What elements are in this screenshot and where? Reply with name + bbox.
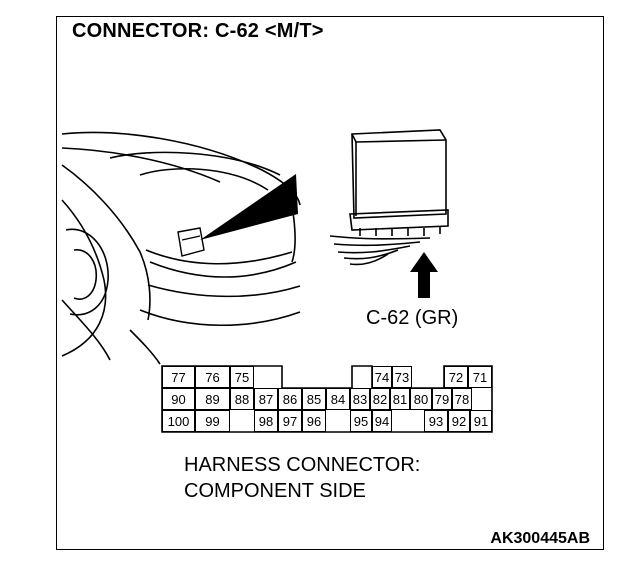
diagram-title: CONNECTOR: C-62 <M/T> bbox=[72, 20, 324, 42]
up-arrow-icon bbox=[410, 252, 438, 298]
harness-label-line1: HARNESS CONNECTOR: bbox=[184, 454, 421, 476]
pin-cell: 86 bbox=[278, 388, 302, 410]
pin-cell: 71 bbox=[468, 366, 492, 388]
pin-cell: 73 bbox=[392, 366, 412, 388]
pin-cell: 77 bbox=[162, 366, 195, 388]
harness-label-line2: COMPONENT SIDE bbox=[184, 480, 366, 502]
pin-cell: 88 bbox=[230, 388, 254, 410]
dashboard-illustration bbox=[61, 131, 301, 365]
pin-cell: 82 bbox=[370, 388, 390, 410]
pin-cell: 78 bbox=[452, 388, 472, 410]
pin-cell: 99 bbox=[195, 410, 230, 432]
pin-cell: 87 bbox=[254, 388, 278, 410]
pin-cell: 83 bbox=[350, 388, 370, 410]
pin-cell: 75 bbox=[230, 366, 254, 388]
pin-cell: 96 bbox=[302, 410, 326, 432]
pin-cell: 98 bbox=[254, 410, 278, 432]
dash-connector-marker bbox=[177, 227, 205, 257]
pin-cell: 93 bbox=[424, 410, 448, 432]
pin-cell: 92 bbox=[448, 410, 470, 432]
pin-cell: 97 bbox=[278, 410, 302, 432]
pin-grid: 77 76 75 74 73 72 71 90 89 88 87 86 85 8… bbox=[162, 366, 492, 432]
figure-frame bbox=[56, 16, 604, 550]
connector-callout-label: C-62 (GR) bbox=[366, 307, 459, 329]
pin-cell: 79 bbox=[432, 388, 452, 410]
pointer-wedge bbox=[200, 174, 298, 240]
pin-cell: 91 bbox=[470, 410, 492, 432]
pin-cell: 95 bbox=[350, 410, 372, 432]
pin-cell: 89 bbox=[195, 388, 230, 410]
pin-cell: 85 bbox=[302, 388, 326, 410]
ecu-module bbox=[329, 129, 449, 266]
pin-cell: 80 bbox=[410, 388, 432, 410]
pin-cell: 76 bbox=[195, 366, 230, 388]
pin-cell: 81 bbox=[390, 388, 410, 410]
pin-cell: 94 bbox=[372, 410, 392, 432]
figure-code: AK300445AB bbox=[490, 530, 590, 547]
pin-cell: 84 bbox=[326, 388, 350, 410]
pin-cell: 90 bbox=[162, 388, 195, 410]
pin-cell: 74 bbox=[372, 366, 392, 388]
harness-connector-label: HARNESS CONNECTOR: COMPONENT SIDE bbox=[184, 452, 420, 504]
pin-cell: 72 bbox=[444, 366, 468, 388]
pin-cell: 100 bbox=[162, 410, 195, 432]
